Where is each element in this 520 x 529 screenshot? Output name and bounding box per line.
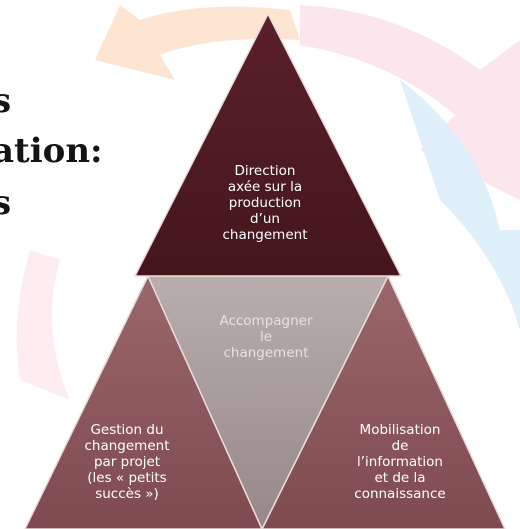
triangle-top — [133, 12, 403, 277]
label-center-triangle: Accompagner le changement — [219, 313, 313, 361]
label-left-triangle: Gestion du changement par projet (les « … — [84, 422, 170, 502]
swirl-pink-lower — [16, 250, 71, 400]
label-top-triangle: Direction axée sur la production d’un ch… — [222, 163, 308, 243]
swirl-blue-arc — [400, 80, 520, 330]
swirl-orange-arrow — [95, 5, 300, 80]
heading-line-1: s — [0, 81, 12, 121]
heading-line-3: s — [0, 183, 12, 223]
heading-line-2: ation: — [0, 131, 103, 171]
label-right-triangle: Mobilisation de l’information et de la c… — [354, 422, 446, 502]
